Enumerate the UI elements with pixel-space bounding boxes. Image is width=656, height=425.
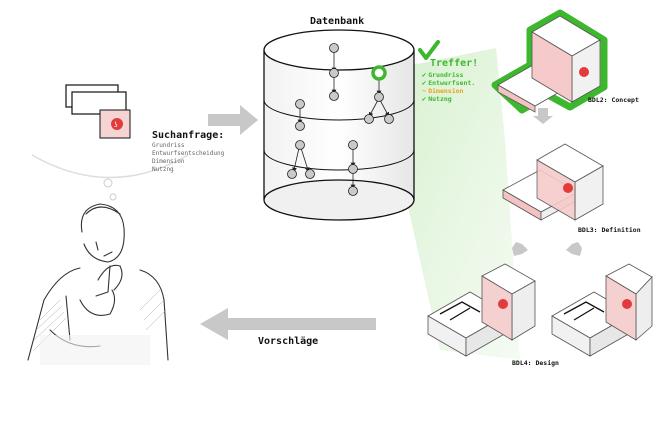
partial-icon: ~ xyxy=(422,87,427,95)
check-icon: ✔ xyxy=(422,79,427,87)
query-criterion: Nutzng xyxy=(152,166,174,173)
match-item: ✔ Entwurfsent. xyxy=(422,79,476,87)
check-icon: ✔ xyxy=(422,95,427,103)
checkmark-icon xyxy=(418,40,440,60)
match-title: Treffer! xyxy=(430,58,479,69)
match-item: ✔ Grundriss xyxy=(422,71,464,79)
arrow-down-left xyxy=(512,242,528,256)
arrow-left xyxy=(200,308,376,340)
stage-label-design: BDL4: Design xyxy=(512,359,559,367)
stage-label-concept: BDL2: Concept xyxy=(588,96,639,104)
arrow-down xyxy=(533,108,553,124)
arrow-down-right xyxy=(566,242,582,256)
person-shading xyxy=(33,289,167,351)
building-definition xyxy=(502,143,604,221)
suggestions-label: Vorschläge xyxy=(258,336,319,347)
database-title: Datenbank xyxy=(310,16,365,27)
match-item: ~ Dimension xyxy=(422,87,464,95)
thinking-person xyxy=(27,203,169,361)
query-criterion: Entwurfsentscheidung xyxy=(152,150,225,157)
match-item: ✔ Nutzng xyxy=(422,95,452,103)
query-criterion: Dimension xyxy=(152,158,185,165)
matched-node xyxy=(371,65,387,81)
thought-bubble xyxy=(31,154,189,201)
query-floorplan-icon: ʖ xyxy=(65,84,131,139)
database-cylinder xyxy=(263,29,415,221)
query-criterion: Grundriss xyxy=(152,142,185,149)
check-icon: ✔ xyxy=(422,71,427,79)
person-base-shadow xyxy=(40,335,150,365)
arrow-right xyxy=(208,105,258,135)
building-concept xyxy=(491,9,608,114)
stage-label-definition: BDL3: Definition xyxy=(578,226,641,234)
query-title: Suchanfrage: xyxy=(152,130,225,141)
building-design-b xyxy=(551,263,653,357)
svg-text:ʖ: ʖ xyxy=(114,121,118,129)
building-design-a xyxy=(427,263,536,357)
database-graphs xyxy=(287,43,394,196)
